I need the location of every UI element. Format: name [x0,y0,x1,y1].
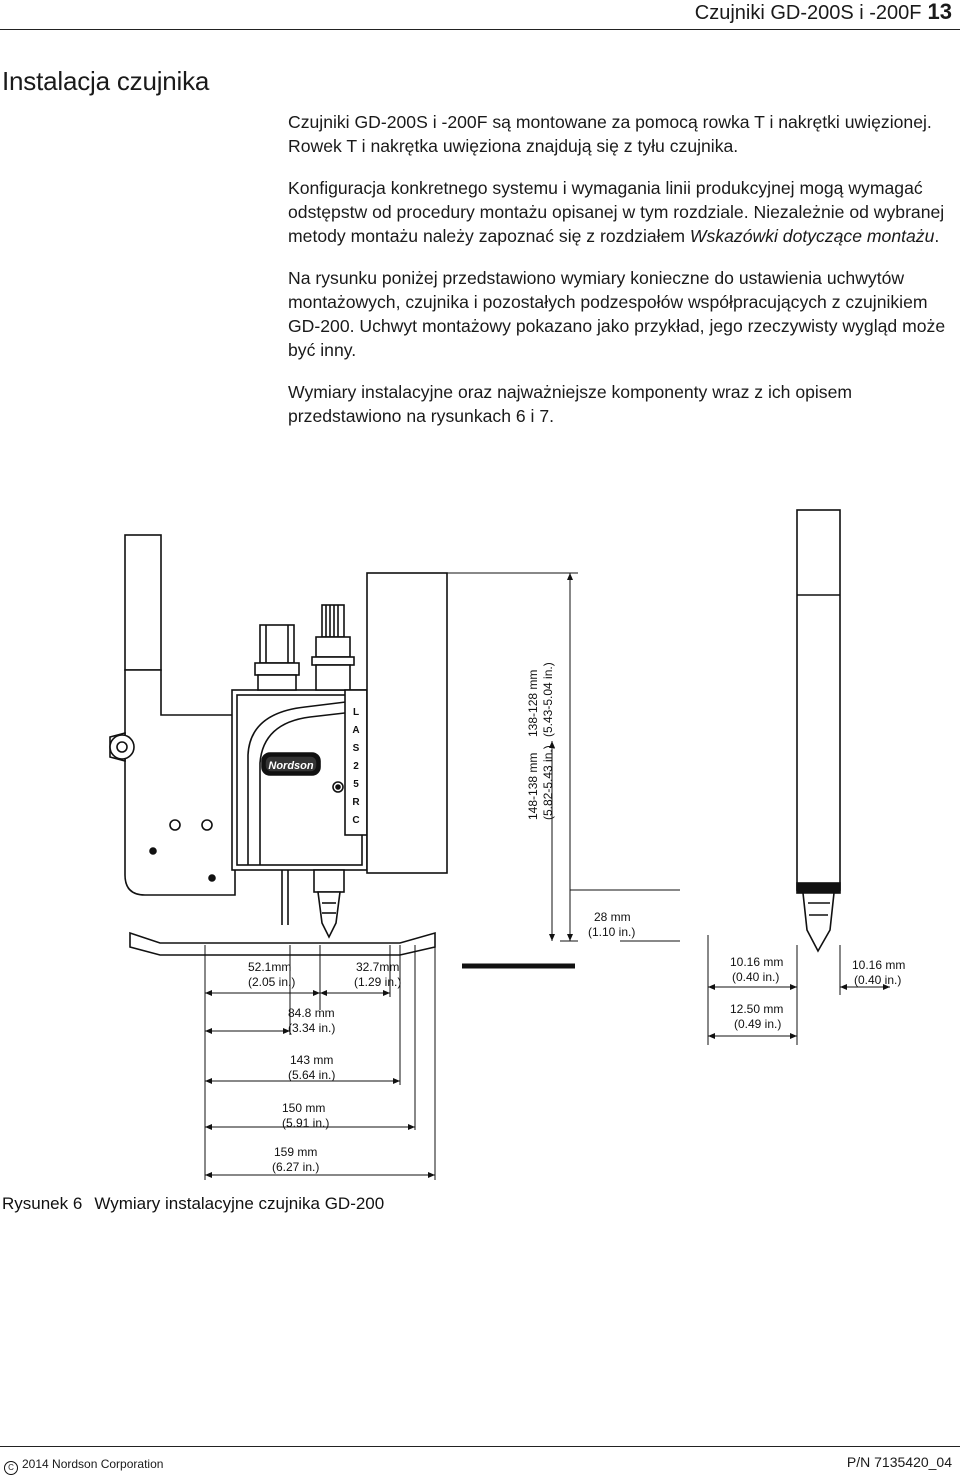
paragraph-2-reference: Wskazówki dotyczące montażu [689,226,935,246]
dim-84-inch-label: (3.34 in.) [288,1021,335,1035]
label-letter: 2 [353,761,359,772]
dim-52-inch-label: (2.05 in.) [248,975,295,989]
label-letter: R [352,797,360,808]
paragraph-3: Na rysunku poniżej przedstawiono wymiary… [288,268,946,360]
label-letter: S [353,743,360,754]
installation-drawing: Nordson [109,509,905,1180]
dim-150-label: 150 mm [282,1101,325,1115]
page-number: 13 [927,0,952,24]
footer-copyright: C 2014 Nordson Corporation [4,1457,163,1475]
footer-rule [0,1446,960,1447]
connector-right [311,604,355,691]
label-plate-letters: L A S 2 5 R C [352,707,360,826]
dim-159-inch-label: (6.27 in.) [272,1160,319,1174]
figure-label: Rysunek 6 [2,1194,83,1213]
paragraph-2-text: Konfiguracja konkretnego systemu i wymag… [288,178,945,246]
dim-10a-inch-label: (0.40 in.) [732,970,779,984]
dim-159-label: 159 mm [274,1145,317,1159]
dim-12-inch-label: (0.49 in.) [734,1017,781,1031]
dim-150-inch-label: (5.91 in.) [282,1116,329,1130]
dimension-lines [204,572,890,1180]
paragraph-2: Konfiguracja konkretnego systemu i wymag… [288,176,948,248]
copyright-text: 2014 Nordson Corporation [22,1457,164,1471]
nozzle [281,869,345,939]
paragraph-4: Wymiary instalacyjne oraz najważniejsze … [288,382,853,426]
dim-28-inch-label: (1.10 in.) [588,925,635,939]
dim-148-label: 148-138 mm [526,753,540,820]
dim-138-label: 138-128 mm [526,670,540,737]
dim-143-inch-label: (5.64 in.) [288,1068,335,1082]
body-text: Czujniki GD-200S i -200F są montowane za… [288,110,948,446]
footer-part-number: P/N 7135420_04 [846,1454,952,1470]
header-rule [0,29,960,30]
dim-10b-label: 10.16 mm [852,958,905,972]
dim-84-label: 84.8 mm [288,1006,335,1020]
dim-52-label: 52.1mm [248,960,291,974]
section-title: Instalacja czujnika [2,66,210,96]
dim-143-label: 143 mm [290,1053,333,1067]
header-title: Czujniki GD-200S i -200F [694,2,922,24]
dim-32-label: 32.7mm [356,960,399,974]
paragraph-2-end: . [934,226,940,246]
label-letter: 5 [353,779,359,790]
figure-caption: Rysunek 6 Wymiary instalacyjne czujnika G… [2,1194,384,1214]
dim-32-inch-label: (1.29 in.) [354,975,401,989]
connector-left [254,624,300,691]
dim-28-label: 28 mm [594,910,631,924]
label-letter: C [352,815,359,826]
dim-148-inch-label: (5.82-5.43 in.) [541,745,555,820]
dim-138-inch-label: (5.43-5.04 in.) [541,662,555,737]
dim-10a-label: 10.16 mm [730,955,783,969]
base-plate [129,931,436,956]
figure-caption-text: Wymiary instalacyjne czujnika GD-200 [94,1194,385,1213]
vertical-plate [366,572,448,874]
dim-10b-inch-label: (0.40 in.) [854,973,901,987]
nordson-logo: Nordson [268,760,314,772]
dim-12-label: 12.50 mm [730,1002,783,1016]
paragraph-1: Czujniki GD-200S i -200F są montowane za… [288,112,932,156]
dimension-labels: 148-138 mm (5.82-5.43 in.) 138-128 mm (5… [248,662,905,1174]
label-letter: A [352,725,359,736]
label-letter: L [353,707,359,718]
side-view [796,509,841,953]
installation-dimensions-figure: Nordson [100,505,960,1185]
mounting-bracket [109,534,266,896]
copyright-icon: C [4,1461,18,1475]
